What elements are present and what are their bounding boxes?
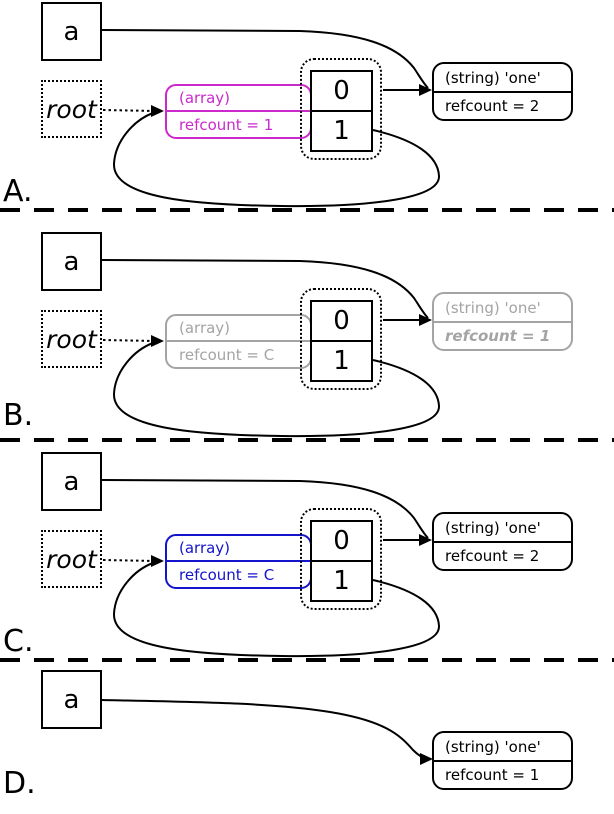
array-refcount-label: refcount = 1 — [179, 115, 274, 134]
var-box-a: a — [41, 452, 102, 511]
connector-root-to-array — [102, 109, 157, 112]
string-type-label: (string) 'one' — [434, 514, 571, 543]
panel-label-a: A. — [3, 174, 33, 209]
array-cells: 0 1 — [310, 520, 373, 602]
var-box-label: a — [63, 16, 80, 47]
string-refcount-label: refcount = 2 — [445, 547, 540, 565]
connector-cycle-loop — [112, 112, 441, 208]
array-cells-outline — [300, 288, 382, 390]
array-cells: 0 1 — [310, 70, 373, 152]
string-node: (string) 'one' refcount = 2 — [432, 512, 573, 571]
var-box-a: a — [41, 2, 102, 61]
connector-a-to-string — [101, 479, 429, 539]
arrowhead-icon — [420, 753, 433, 765]
array-cell-1: 1 — [333, 566, 350, 596]
array-refcount-label: refcount = C — [179, 345, 275, 364]
string-refcount-label: refcount = 1 — [445, 327, 551, 345]
array-cell-0: 0 — [312, 72, 371, 112]
var-box-a: a — [41, 232, 102, 291]
string-refcount-label: refcount = 1 — [445, 766, 540, 784]
array-cell-1: 1 — [333, 346, 350, 376]
panel-label-b: B. — [3, 398, 34, 433]
panel-divider — [0, 438, 614, 442]
connector-root-to-array — [102, 339, 157, 342]
string-node: (string) 'one' refcount = 1 — [432, 731, 573, 790]
root-box: root — [41, 80, 102, 138]
array-type-label: (array) — [167, 86, 310, 112]
array-node: (array) refcount = 1 — [165, 84, 312, 139]
root-box-label: root — [46, 544, 97, 574]
string-node: (string) 'one' refcount = 1 — [432, 292, 573, 351]
array-node: (array) refcount = C — [165, 314, 312, 369]
var-box-label: a — [63, 684, 80, 715]
panel-label-d: D. — [3, 766, 36, 801]
string-type-label: (string) 'one' — [434, 294, 571, 323]
string-node: (string) 'one' refcount = 2 — [432, 62, 573, 121]
string-type-label: (string) 'one' — [434, 733, 571, 762]
arrowhead-icon — [419, 534, 432, 546]
string-type-label: (string) 'one' — [434, 64, 571, 93]
array-cell-0: 0 — [312, 522, 371, 562]
arrowhead-icon — [151, 335, 164, 347]
connector-a-to-string — [101, 29, 429, 89]
string-refcount-label: refcount = 2 — [445, 97, 540, 115]
array-refcount-label: refcount = C — [179, 565, 275, 584]
panel-divider — [0, 658, 614, 662]
root-box-label: root — [46, 324, 97, 354]
connector-cycle-loop — [112, 342, 441, 438]
connector-root-to-array — [102, 559, 157, 562]
root-box: root — [41, 310, 102, 368]
array-cells-outline — [300, 508, 382, 610]
arrowhead-icon — [151, 105, 164, 117]
array-type-label: (array) — [167, 536, 310, 562]
arrowhead-icon — [419, 314, 432, 326]
var-box-label: a — [63, 246, 80, 277]
panel-divider — [0, 208, 614, 212]
connector-a-to-string — [101, 699, 428, 760]
array-cells-outline — [300, 58, 382, 160]
array-type-label: (array) — [167, 316, 310, 342]
array-cell-1: 1 — [333, 116, 350, 146]
array-cell-0: 0 — [312, 302, 371, 342]
array-node: (array) refcount = C — [165, 534, 312, 589]
connector-cycle-loop — [112, 562, 441, 658]
root-box: root — [41, 530, 102, 588]
connector-a-to-string — [101, 259, 429, 319]
var-box-a: a — [41, 670, 102, 729]
var-box-label: a — [63, 466, 80, 497]
arrowhead-icon — [419, 84, 432, 96]
panel-label-c: C. — [3, 624, 34, 659]
arrowhead-icon — [151, 555, 164, 567]
array-cells: 0 1 — [310, 300, 373, 382]
root-box-label: root — [46, 94, 97, 124]
